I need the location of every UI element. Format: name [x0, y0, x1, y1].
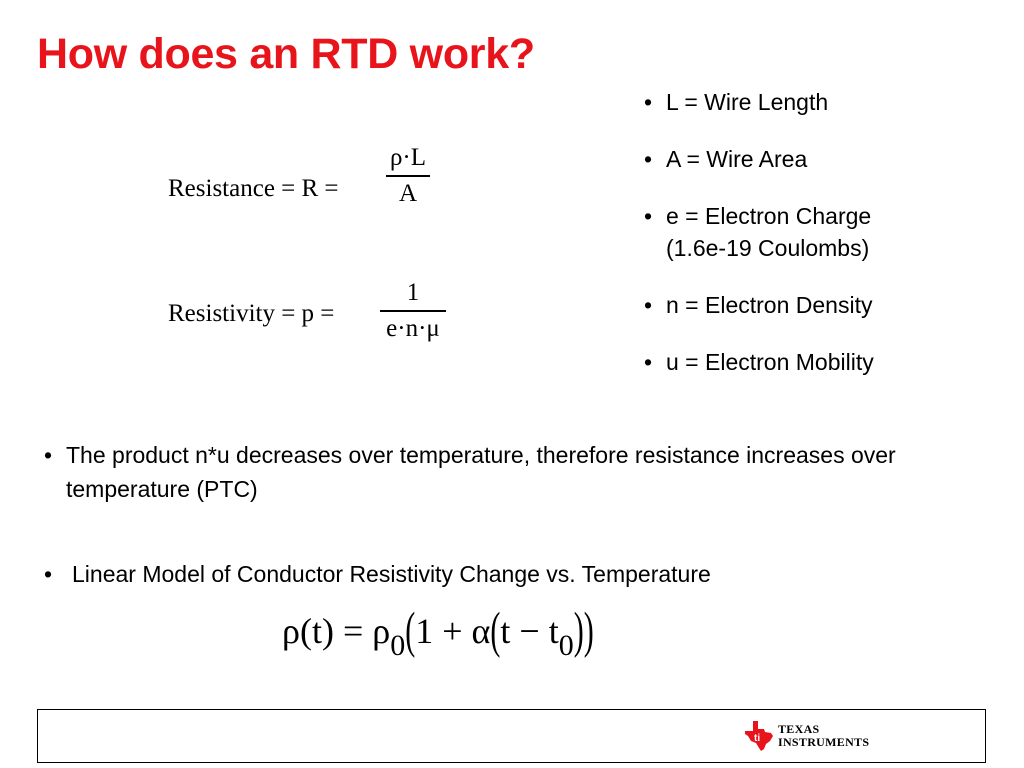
linear-model-bullet-text: Linear Model of Conductor Resistivity Ch…	[72, 561, 711, 587]
ptc-bullet-text: The product n*u decreases over temperatu…	[66, 442, 896, 502]
list-item: •A = Wire Area	[644, 146, 808, 172]
list-item: •L = Wire Length	[644, 89, 829, 115]
fraction-bar	[386, 175, 430, 177]
resistance-denominator: A	[398, 180, 418, 207]
svg-text:ti: ti	[754, 733, 760, 744]
resistivity-numerator: 1	[406, 279, 420, 306]
resistance-equation-lhs: Resistance = R =	[168, 175, 339, 202]
resistivity-fraction: 1 e·n·μ	[380, 279, 446, 343]
ti-wordmark: TEXAS INSTRUMENTS	[778, 722, 870, 749]
slide-title: How does an RTD work?	[37, 30, 535, 78]
resistivity-equation-lhs: Resistivity = p =	[168, 300, 335, 327]
resistance-numerator: ρ·L	[389, 144, 427, 171]
linear-model-bullet: • Linear Model of Conductor Resistivity …	[44, 561, 711, 587]
definitions-list: •L = Wire Length •A = Wire Area •e = Ele…	[640, 86, 980, 403]
list-item: •u = Electron Mobility	[644, 349, 874, 375]
ptc-bullet: • The product n*u decreases over tempera…	[44, 442, 896, 502]
fraction-bar	[380, 310, 446, 312]
list-item: •e = Electron Charge (1.6e-19 Coulombs)	[644, 203, 872, 261]
ti-state-icon: ti	[745, 721, 773, 751]
resistance-fraction: ρ·L A	[386, 144, 430, 208]
linear-model-equation: ρ(t) = ρ0(1 + α(t − t0))	[282, 602, 594, 662]
footer-bar	[37, 709, 986, 763]
resistivity-denominator: e·n·μ	[386, 315, 440, 342]
list-item: •n = Electron Density	[644, 292, 873, 318]
texas-instruments-logo: ti TEXAS INSTRUMENTS	[744, 720, 874, 754]
